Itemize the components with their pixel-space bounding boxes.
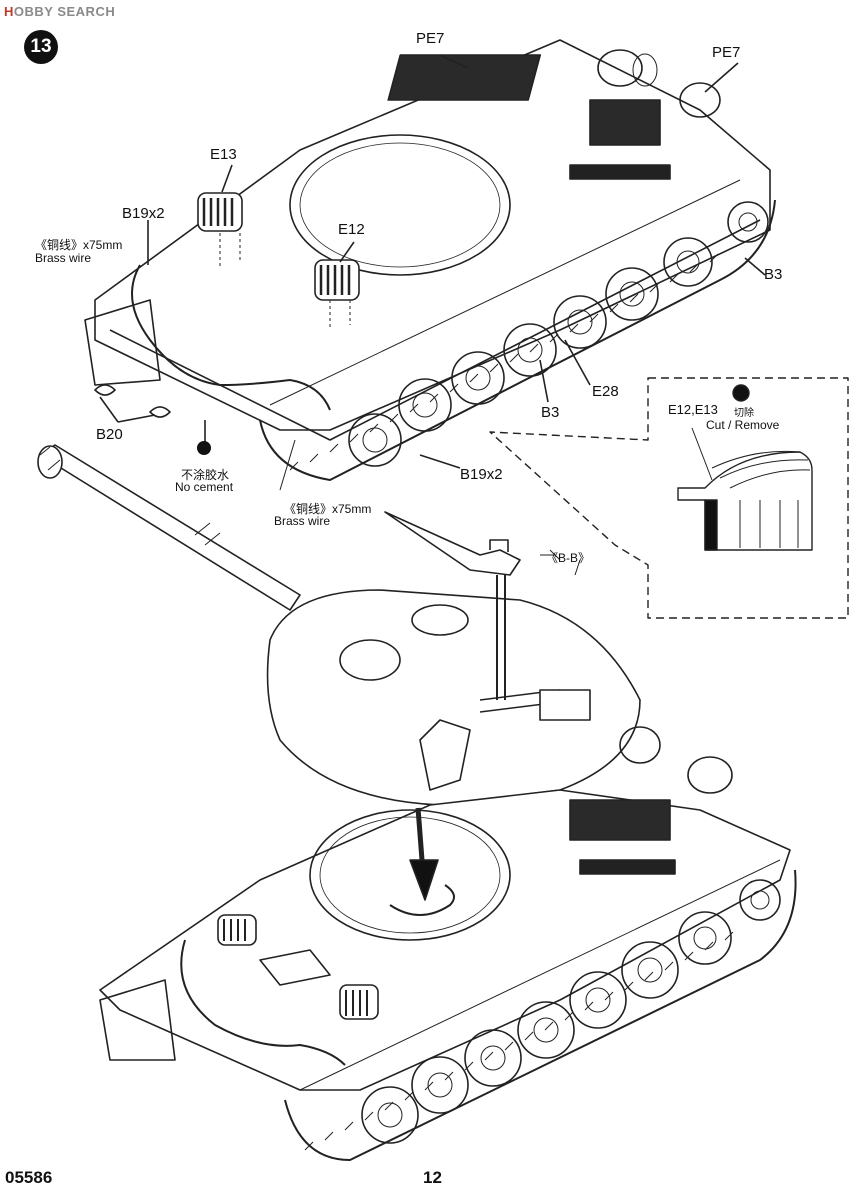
label-wire-cn-top: 《铜线》x75mm	[35, 238, 123, 252]
label-b3-mid: B3	[541, 404, 560, 421]
upper-hull-drawing	[84, 39, 776, 491]
page-number: 12	[423, 1168, 442, 1187]
label-cut-remove: Cut / Remove	[706, 418, 780, 432]
label-e13: E13	[210, 146, 237, 163]
detail-box	[489, 377, 849, 619]
label-detail-cn: 切除	[734, 408, 754, 419]
lower-hull-drawing	[99, 726, 797, 1161]
label-wire-cn-bottom: 《铜线》x75mm	[284, 502, 372, 516]
label-b19x2-bottom: B19x2	[460, 466, 503, 483]
label-b20: B20	[96, 426, 123, 443]
step-number-badge: 13	[24, 30, 58, 64]
cut-icon	[732, 384, 750, 402]
no-cement-icon	[197, 441, 211, 455]
watermark: HOBBY SEARCH	[4, 4, 116, 19]
label-pe7-top: PE7	[416, 30, 445, 47]
label-b19x2-top: B19x2	[122, 205, 165, 222]
label-b3-right: B3	[764, 266, 783, 283]
label-bb: 《B-B》	[546, 551, 591, 565]
label-no-cement-cn: 不涂胶水	[181, 468, 230, 482]
kit-number: 05586	[5, 1168, 53, 1187]
label-e12: E12	[338, 221, 365, 238]
label-detail-parts: E12,E13	[668, 402, 718, 417]
label-brass-wire-top: Brass wire	[35, 251, 92, 265]
turret-drawing	[266, 511, 641, 806]
label-e28: E28	[592, 383, 619, 400]
gun-barrel-drawing	[37, 444, 301, 611]
label-pe7-right: PE7	[712, 44, 741, 61]
label-brass-wire-bottom: Brass wire	[274, 514, 331, 528]
label-no-cement: No cement	[175, 480, 234, 494]
